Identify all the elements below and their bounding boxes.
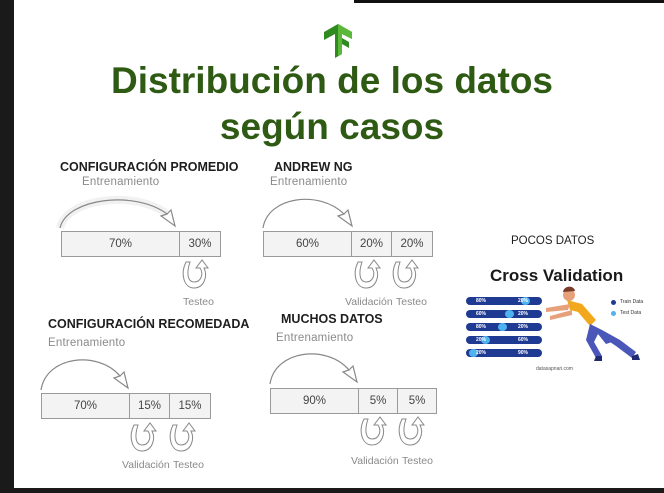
test-label-andrew: Testeo <box>396 296 427 308</box>
cv-fold-bar: 60% 20% <box>466 310 542 318</box>
segment-test: 30% <box>188 238 212 250</box>
section-title-recomendada: CONFIGURACIÓN RECOMEDADA <box>48 317 250 331</box>
split-bar-muchos: 90% 5% 5% <box>270 388 437 414</box>
legend-train-label: Train Data <box>620 299 644 305</box>
split-bar-promedio: 70% 30% <box>61 231 221 257</box>
cv-fold-right-label: 20% <box>518 324 529 330</box>
cv-fold-left-label: 20% <box>476 350 487 356</box>
cv-fold-left-label: 80% <box>476 324 487 330</box>
test-label-recomendada: Testeo <box>173 459 204 471</box>
section-title-pocos: POCOS DATOS <box>511 235 595 247</box>
train-label-muchos: Entrenamiento <box>276 332 354 344</box>
cv-fold-bar: 20% 60% <box>466 336 542 344</box>
segment-train: 60% <box>264 232 352 256</box>
cv-test-dot <box>498 323 507 331</box>
page-title-line2: según casos <box>219 106 445 147</box>
cv-fold-right-label: 20% <box>518 311 529 317</box>
tensorflow-logo-icon <box>324 24 352 58</box>
loop-arrow-icon <box>360 416 387 446</box>
cross-validation-title: Cross Validation <box>490 266 624 285</box>
test-label-muchos: Testeo <box>402 455 433 467</box>
cv-test-dot <box>481 336 490 344</box>
val-label-muchos: Validación <box>351 455 399 467</box>
legend-test-label: Test Data <box>620 310 642 316</box>
val-label-recomendada: Validación <box>122 459 170 471</box>
cv-fold-bar: 80% 20% <box>466 323 542 331</box>
page-title-line1: Distribución de los datos <box>111 60 553 101</box>
cv-fold-bar: 20% 90% <box>466 349 542 357</box>
cv-test-dot <box>469 349 478 357</box>
segment-test: 20% <box>400 238 424 250</box>
cv-fold-left-label: 80% <box>476 298 487 304</box>
test-label-promedio: Testeo <box>183 296 214 308</box>
loop-arrow-icon <box>354 259 381 289</box>
loop-arrow-icon <box>392 259 419 289</box>
legend-test-dot <box>611 311 616 316</box>
split-bar-recomendada: 70% 15% 15% <box>41 393 211 419</box>
train-arrow-icon <box>40 359 129 391</box>
segment-test: 15% <box>178 400 202 412</box>
train-label-andrew: Entrenamiento <box>270 176 348 188</box>
cv-footer: datasapnari.com <box>536 366 573 372</box>
cv-test-dot <box>521 297 530 305</box>
section-title-andrew: ANDREW NG <box>274 160 353 174</box>
segment-train: 90% <box>271 389 359 413</box>
cv-fold-right-label: 90% <box>518 350 529 356</box>
train-arrow-icon <box>56 195 176 230</box>
section-title-promedio: CONFIGURACIÓN PROMEDIO <box>60 160 239 174</box>
train-arrow-icon <box>262 198 353 229</box>
top-dark-bar <box>354 0 664 3</box>
loop-arrow-icon <box>182 259 209 289</box>
segment-train: 70% <box>62 232 180 256</box>
loop-arrow-icon <box>130 422 157 452</box>
train-label-recomendada: Entrenamiento <box>48 337 126 349</box>
legend-train-dot <box>611 300 616 305</box>
segment-train: 70% <box>42 394 130 418</box>
cv-test-dot <box>505 310 514 318</box>
split-bar-andrew: 60% 20% 20% <box>263 231 433 257</box>
cv-fold-right-label: 20% <box>518 298 529 304</box>
cross-validation-bars: 80% 20% 60% 20% 80% 20% 20% 60% 20% 90% <box>466 297 546 363</box>
section-title-muchos: MUCHOS DATOS <box>281 312 383 326</box>
val-label-andrew: Validación <box>345 296 393 308</box>
segment-test: 5% <box>408 395 426 407</box>
train-arrow-icon <box>269 353 358 385</box>
loop-arrow-icon <box>169 422 196 452</box>
cv-fold-bar: 80% 20% <box>466 297 542 305</box>
cv-fold-left-label: 60% <box>476 311 487 317</box>
cv-fold-left-label: 20% <box>476 337 487 343</box>
segment-validation: 15% <box>130 394 170 418</box>
train-label-promedio: Entrenamiento <box>82 176 160 188</box>
cv-fold-right-label: 60% <box>518 337 529 343</box>
loop-arrow-icon <box>398 416 425 446</box>
segment-validation: 20% <box>352 232 392 256</box>
segment-validation: 5% <box>359 389 398 413</box>
person-pushing-illustration-icon <box>546 286 640 361</box>
